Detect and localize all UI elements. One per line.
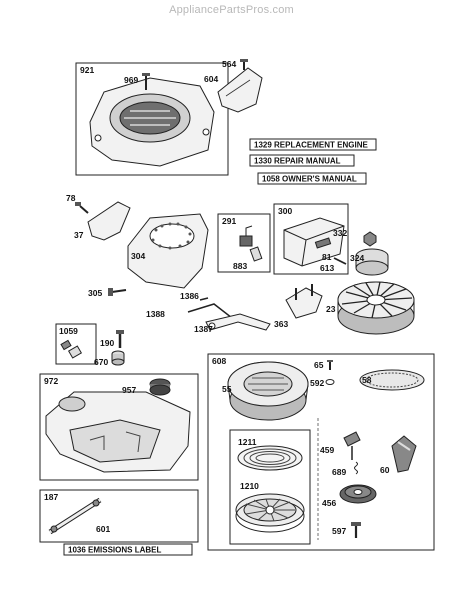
bracket-363-shape (285, 284, 323, 319)
label-613: 613 (320, 263, 334, 273)
air-guide-37-shape (87, 201, 131, 241)
box-608-frame (207, 353, 435, 551)
label-957: 957 (122, 385, 136, 395)
blower-housing-shape (89, 77, 215, 167)
label-601: 601 (96, 524, 110, 534)
box-972-label: 972 (44, 376, 58, 386)
engine-note-frame (249, 138, 377, 151)
label-459: 459 (320, 445, 334, 455)
watermark: AppliancePartsPros.com (169, 4, 294, 16)
screw-969-shape (142, 73, 150, 90)
handle-60-shape (391, 435, 417, 473)
label-65: 65 (314, 360, 324, 370)
governor-lever-1387-shape (205, 313, 271, 331)
box-300-frame (273, 203, 349, 275)
label-1386: 1386 (180, 291, 199, 301)
label-456: 456 (322, 498, 336, 508)
label-37: 37 (74, 230, 84, 240)
screen-58-shape (359, 369, 425, 391)
label-597: 597 (332, 526, 346, 536)
label-564: 564 (222, 59, 236, 69)
label-1388: 1388 (146, 309, 165, 319)
emissions-note: 1036 EMISSIONS LABEL (68, 546, 161, 555)
repair-manual-note-frame (249, 154, 355, 167)
flywheel-23-shape (337, 281, 415, 335)
label-689: 689 (332, 467, 346, 477)
fuel-line-601-shape (48, 497, 102, 535)
washer-592-shape (325, 379, 335, 385)
box-187-frame (39, 489, 199, 543)
retainer-456-shape (339, 484, 377, 504)
box-921-frame (75, 62, 229, 176)
box-187-label: 187 (44, 492, 58, 502)
box-608-label: 608 (212, 356, 226, 366)
baffle-604-shape (217, 67, 263, 113)
box-1059-frame (55, 323, 97, 365)
bolt-190-shape (116, 330, 124, 348)
kill-switch-883-shape (239, 225, 263, 262)
label-969: 969 (124, 75, 138, 85)
fuel-cap-957-shape (149, 378, 171, 396)
label-592: 592 (310, 378, 324, 388)
label-1210: 1210 (240, 481, 259, 491)
starter-spring-box-frame (229, 429, 311, 545)
box-1059-label: 1059 (59, 326, 78, 336)
starter-cup-324-shape (355, 248, 389, 276)
spring-1211-shape (237, 445, 303, 471)
label-1387: 1387 (194, 324, 213, 334)
label-670: 670 (94, 357, 108, 367)
valve-1059-shape (60, 339, 83, 359)
spring-689-shape (354, 461, 358, 475)
repair-manual-note: 1330 REPAIR MANUAL (254, 157, 341, 166)
pawl-459-shape (343, 431, 361, 460)
label-883: 883 (233, 261, 247, 271)
screw-597-shape (351, 522, 361, 538)
label-604: 604 (204, 74, 218, 84)
owners-manual-note-frame (257, 172, 367, 185)
pulley-1210-shape (235, 493, 305, 533)
box-300-label: 300 (278, 206, 292, 216)
rivet-65-shape (327, 360, 333, 370)
screw-78-shape (75, 202, 89, 214)
label-55: 55 (222, 384, 232, 394)
box-291-frame (217, 213, 271, 273)
emissions-note-frame (63, 543, 193, 556)
nut-332-shape (363, 231, 377, 247)
screw-564-shape (240, 59, 248, 70)
cylinder-shield-304-shape (127, 213, 209, 289)
label-304: 304 (131, 251, 145, 261)
label-58: 58 (362, 375, 372, 385)
label-81: 81 (322, 252, 332, 262)
label-305: 305 (88, 288, 102, 298)
box-921-label: 921 (80, 65, 94, 75)
label-332: 332 (333, 228, 347, 238)
owners-manual-note: 1058 OWNER'S MANUAL (262, 175, 357, 184)
label-60: 60 (380, 465, 390, 475)
label-324: 324 (350, 253, 364, 263)
label-1211: 1211 (238, 437, 257, 447)
label-23: 23 (326, 304, 336, 314)
spacer-670-shape (111, 350, 125, 366)
fuel-tank-shape (45, 391, 191, 473)
muffler-shape (283, 217, 345, 267)
engine-note: 1329 REPLACEMENT ENGINE (254, 141, 368, 150)
box-291-label: 291 (222, 216, 236, 226)
label-78: 78 (66, 193, 76, 203)
label-190: 190 (100, 338, 114, 348)
label-363: 363 (274, 319, 288, 329)
box-972-frame (39, 373, 199, 481)
screw-305-shape (108, 288, 127, 296)
starter-housing-55-shape (227, 361, 309, 421)
screw-613-shape (333, 257, 347, 265)
